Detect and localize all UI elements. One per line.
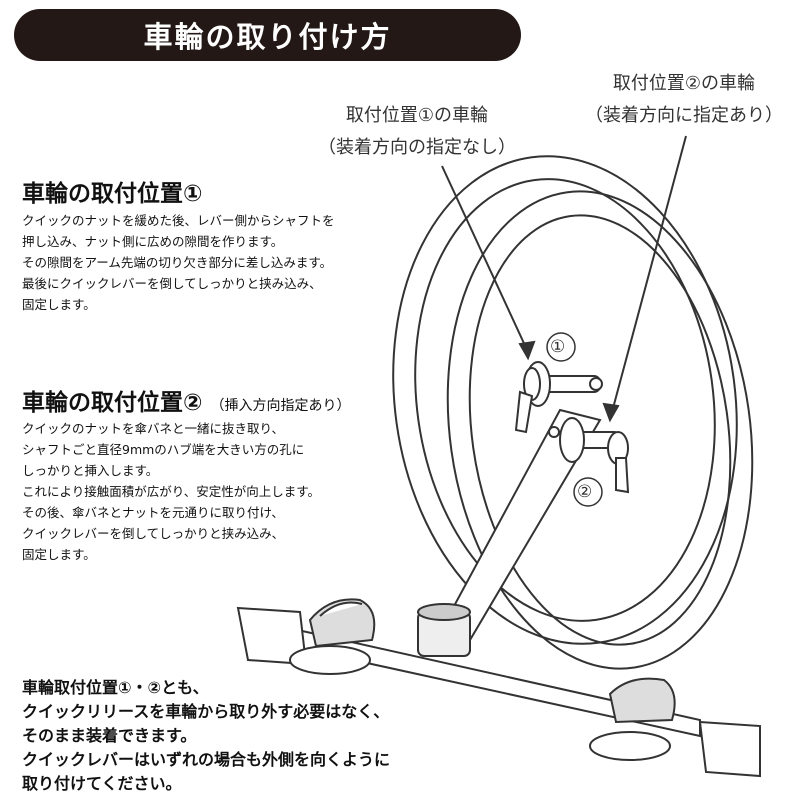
section-2-line: シャフトごと直径9mmのハブ端を大きい方の孔に [22, 439, 320, 460]
callout-position-1-note: （装着方向の指定なし） [318, 132, 516, 164]
bottom-note-line: クイックリリースを車輪から取り外す必要はなく、 [22, 700, 390, 724]
bottom-note: 車輪取付位置①・②とも、 クイックリリースを車輪から取り外す必要はなく、 そのま… [22, 676, 390, 796]
section-2-line: 固定します。 [22, 544, 320, 565]
section-1-line: クイックのナットを緩めた後、レバー側からシャフトを [22, 210, 335, 231]
bottom-note-line: 取り付けてください。 [22, 772, 390, 796]
section-1-line: 押し込み、ナット側に広めの隙間を作ります。 [22, 231, 335, 252]
wheel-position-1-outer [363, 134, 768, 667]
section-2-heading-text: 車輪の取付位置② [22, 390, 202, 416]
callout-position-2-note: （装着方向に指定あり） [585, 100, 783, 132]
section-2-body: クイックのナットを傘バネと一緒に抜き取り、 シャフトごと直径9mmのハブ端を大き… [22, 418, 320, 565]
section-2-line: クイックレバーを倒してしっかりと挟み込み、 [22, 523, 320, 544]
callout-position-2: 取付位置②の車輪 （装着方向に指定あり） [585, 68, 783, 132]
section-2-subheading: （挿入方向指定あり） [210, 398, 350, 414]
section-1-line: 固定します。 [22, 294, 335, 315]
bottom-note-line: 車輪取付位置①・②とも、 [22, 676, 390, 700]
section-2-heading: 車輪の取付位置② （挿入方向指定あり） [22, 383, 350, 417]
right-clamp [610, 679, 675, 722]
section-1-heading-text: 車輪の取付位置① [22, 181, 202, 207]
wheel-position-1-inner [388, 160, 743, 641]
callout-position-1: 取付位置①の車輪 （装着方向の指定なし） [318, 100, 516, 164]
marker-2-label: ② [577, 476, 592, 508]
section-1-heading: 車輪の取付位置① [22, 174, 202, 208]
section-1-line: 最後にクイックレバーを倒してしっかりと挟み込み、 [22, 273, 335, 294]
bottom-note-line: クイックレバーはいずれの場合も外側を向くように [22, 748, 390, 772]
section-2-line: その後、傘バネとナットを元通りに取り付け、 [22, 502, 320, 523]
section-2-line: しっかりと挿入します。 [22, 460, 320, 481]
section-1-body: クイックのナットを緩めた後、レバー側からシャフトを 押し込み、ナット側に広めの隙… [22, 210, 335, 315]
section-2-line: クイックのナットを傘バネと一緒に抜き取り、 [22, 418, 320, 439]
section-1-line: その隙間をアーム先端の切り欠き部分に差し込みます。 [22, 252, 335, 273]
callout-position-2-title: 取付位置②の車輪 [585, 68, 783, 100]
marker-1-label: ① [550, 331, 565, 363]
page-title: 車輪の取り付け方 [14, 9, 521, 61]
callout-position-1-title: 取付位置①の車輪 [318, 100, 516, 132]
right-foot [700, 722, 760, 776]
bottom-note-line: そのまま装着できます。 [22, 724, 390, 748]
section-2-line: これにより接触面積が広がり、安定性が向上します。 [22, 481, 320, 502]
